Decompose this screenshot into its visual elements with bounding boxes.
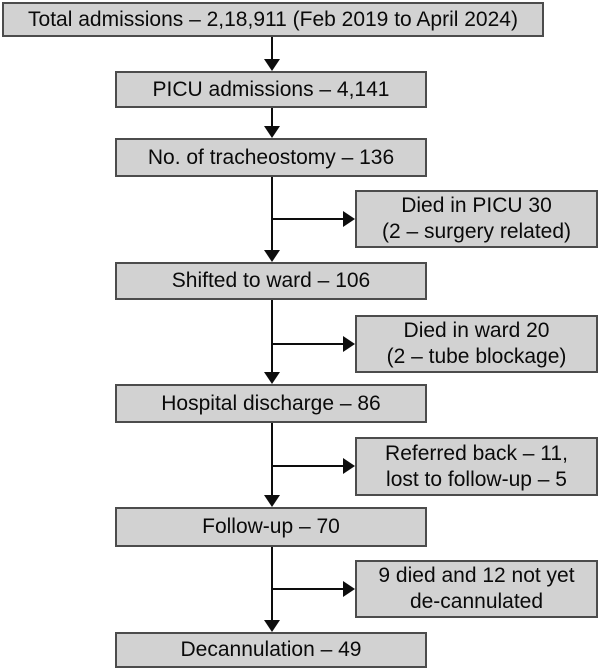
- node-hospital-discharge: Hospital discharge – 86: [115, 384, 427, 423]
- arrow-picu-to-tracheostomy-line: [271, 108, 273, 127]
- node-referred-back-line2: lost to follow-up – 5: [386, 467, 567, 491]
- arrow-ward-to-discharge-line: [271, 300, 273, 373]
- node-tracheostomy-label: No. of tracheostomy – 136: [147, 145, 395, 169]
- node-follow-up-label: Follow-up – 70: [202, 515, 340, 538]
- arrow-ward-to-discharge-head-icon: [264, 372, 280, 384]
- node-picu-admissions-label: PICU admissions – 4,141: [152, 77, 390, 101]
- node-died-in-ward: Died in ward 20 (2 – tube blockage): [355, 315, 598, 373]
- branch-referred-back-head-icon: [343, 458, 355, 474]
- node-died-in-ward-line2: (2 – tube blockage): [386, 345, 567, 368]
- node-died-in-picu-line2: (2 – surgery related): [381, 220, 572, 243]
- arrow-discharge-to-followup-line: [271, 423, 273, 496]
- node-referred-back: Referred back – 11, lost to follow-up – …: [355, 437, 598, 496]
- branch-not-yet-decannulated-line: [272, 588, 343, 590]
- arrow-total-to-picu-head-icon: [264, 59, 280, 71]
- node-not-yet-decannulated-line1: 9 died and 12 not yet: [378, 564, 575, 587]
- node-shifted-to-ward-label: Shifted to ward – 106: [171, 269, 371, 292]
- branch-not-yet-decannulated-head-icon: [343, 581, 355, 597]
- node-decannulation-label: Decannulation – 49: [180, 638, 362, 661]
- arrow-picu-to-tracheostomy-head-icon: [264, 126, 280, 138]
- node-died-in-ward-line1: Died in ward 20: [403, 319, 550, 342]
- branch-died-in-picu-line: [272, 218, 343, 220]
- arrow-discharge-to-followup-head-icon: [264, 495, 280, 507]
- branch-referred-back-line: [272, 465, 343, 467]
- arrow-followup-to-decannulation-head-icon: [264, 620, 280, 632]
- arrow-followup-to-decannulation-line: [271, 547, 273, 621]
- node-decannulation: Decannulation – 49: [115, 632, 427, 668]
- node-total-admissions: Total admissions – 2,18,911 (Feb 2019 to…: [2, 2, 544, 37]
- branch-died-in-picu-head-icon: [343, 211, 355, 227]
- node-hospital-discharge-label: Hospital discharge – 86: [161, 391, 381, 415]
- arrow-total-to-picu-line: [271, 37, 273, 60]
- arrow-tracheostomy-to-ward-head-icon: [264, 250, 280, 262]
- node-not-yet-decannulated: 9 died and 12 not yet de-cannulated: [355, 560, 598, 618]
- branch-died-in-ward-line: [272, 343, 343, 345]
- node-referred-back-line1: Referred back – 11,: [385, 441, 568, 465]
- branch-died-in-ward-head-icon: [343, 336, 355, 352]
- node-died-in-picu: Died in PICU 30 (2 – surgery related): [355, 190, 598, 248]
- node-died-in-picu-line1: Died in PICU 30: [401, 194, 552, 217]
- node-total-admissions-label: Total admissions – 2,18,911 (Feb 2019 to…: [28, 7, 518, 31]
- node-follow-up: Follow-up – 70: [115, 507, 427, 547]
- node-picu-admissions: PICU admissions – 4,141: [115, 71, 427, 108]
- arrow-tracheostomy-to-ward-line: [271, 177, 273, 251]
- node-tracheostomy: No. of tracheostomy – 136: [115, 138, 427, 177]
- node-shifted-to-ward: Shifted to ward – 106: [115, 262, 427, 300]
- node-not-yet-decannulated-line2: de-cannulated: [409, 590, 544, 613]
